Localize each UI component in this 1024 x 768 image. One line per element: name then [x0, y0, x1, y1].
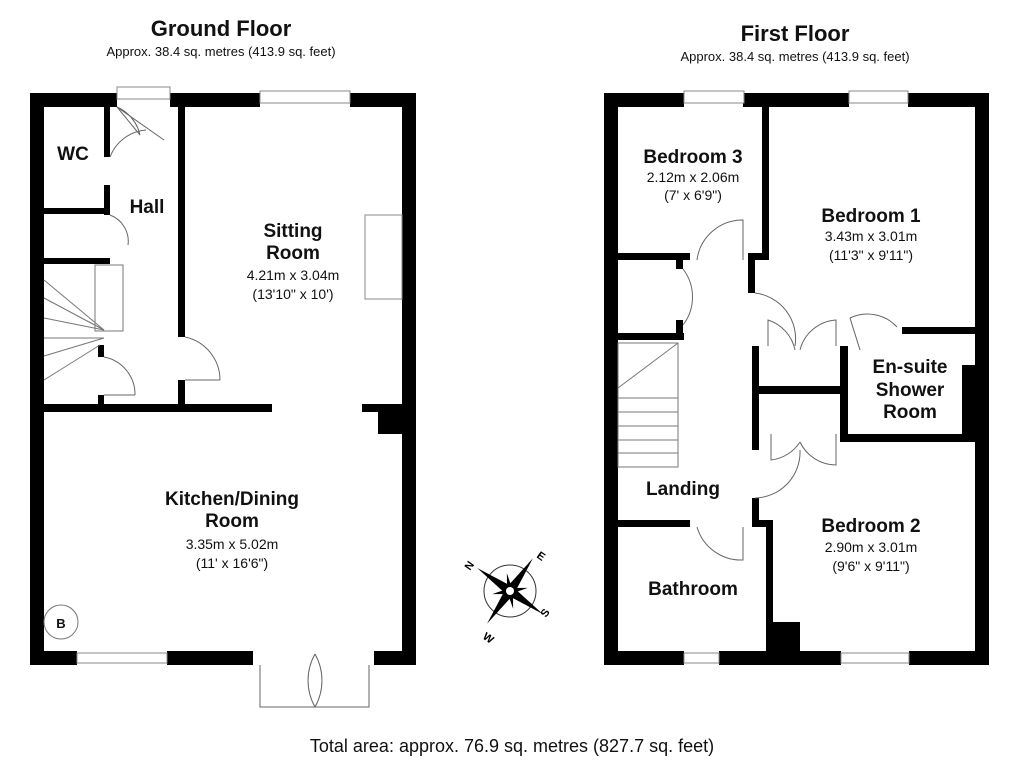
- stairs-first: [617, 342, 679, 468]
- room-ensuite-line3: Room: [883, 402, 937, 423]
- bedroom1-dims-ft: (11'3" x 9'11"): [829, 247, 913, 263]
- bedroom3-window: [683, 90, 745, 104]
- compass-w: W: [480, 631, 496, 647]
- doors-first: [682, 219, 898, 561]
- ground-floor-title: Ground Floor: [150, 16, 292, 41]
- bedroom2-window: [840, 652, 910, 664]
- room-hall: Hall: [130, 197, 165, 218]
- bedroom1-window: [848, 90, 909, 104]
- bedroom1-dims-m: 3.43m x 3.01m: [825, 228, 918, 244]
- kitchen-dims-m: 3.35m x 5.02m: [186, 536, 279, 552]
- room-landing: Landing: [646, 479, 720, 500]
- compass-e: E: [534, 550, 547, 564]
- boiler-symbol: [43, 604, 79, 640]
- room-bedroom3: Bedroom 3: [643, 147, 742, 168]
- bedroom3-dims-ft: (7' x 6'9"): [664, 187, 722, 203]
- stairs-ground: [43, 264, 124, 381]
- total-area: Total area: approx. 76.9 sq. metres (827…: [309, 736, 715, 756]
- compass-n: N: [463, 559, 477, 572]
- room-ensuite-line2: Shower: [876, 380, 945, 401]
- room-kitchen-line2: Room: [205, 511, 259, 532]
- compass-s: S: [539, 607, 553, 620]
- bedroom3-dims-m: 2.12m x 2.06m: [647, 169, 740, 185]
- bathroom-window: [683, 652, 720, 664]
- room-bedroom2: Bedroom 2: [821, 516, 920, 537]
- first-floor-area: Approx. 38.4 sq. metres (413.9 sq. feet): [680, 49, 910, 64]
- room-ensuite-line1: En-suite: [873, 357, 948, 378]
- bedroom2-dims-ft: (9'6" x 9'11"): [832, 558, 909, 574]
- room-kitchen-line1: Kitchen/Dining: [165, 489, 299, 510]
- room-bedroom1: Bedroom 1: [821, 206, 921, 227]
- ground-floor-plan: B WC Hall Sitting Room 4.21m x 3.04m (13…: [30, 86, 416, 708]
- boiler-label: B: [56, 616, 65, 631]
- room-sitting-line1: Sitting: [263, 221, 322, 242]
- sitting-dims-ft: (13'10" x 10'): [252, 286, 333, 302]
- first-floor-title: First Floor: [740, 21, 850, 46]
- doors-ground: [103, 106, 370, 708]
- sitting-dims-m: 4.21m x 3.04m: [247, 267, 340, 283]
- ground-floor-area: Approx. 38.4 sq. metres (413.9 sq. feet): [106, 44, 336, 59]
- sitting-room-window: [259, 90, 351, 104]
- bedroom2-dims-m: 2.90m x 3.01m: [825, 539, 918, 555]
- kitchen-window: [76, 652, 168, 664]
- front-door-window: [116, 86, 171, 100]
- first-floor-plan: Bedroom 3 2.12m x 2.06m (7' x 6'9") Bedr…: [604, 90, 989, 665]
- compass-rose: N E S W: [463, 550, 553, 647]
- kitchen-dims-ft: (11' x 16'6"): [196, 555, 268, 571]
- room-bathroom: Bathroom: [648, 579, 738, 600]
- room-sitting-line2: Room: [266, 243, 320, 264]
- room-wc: WC: [57, 144, 89, 165]
